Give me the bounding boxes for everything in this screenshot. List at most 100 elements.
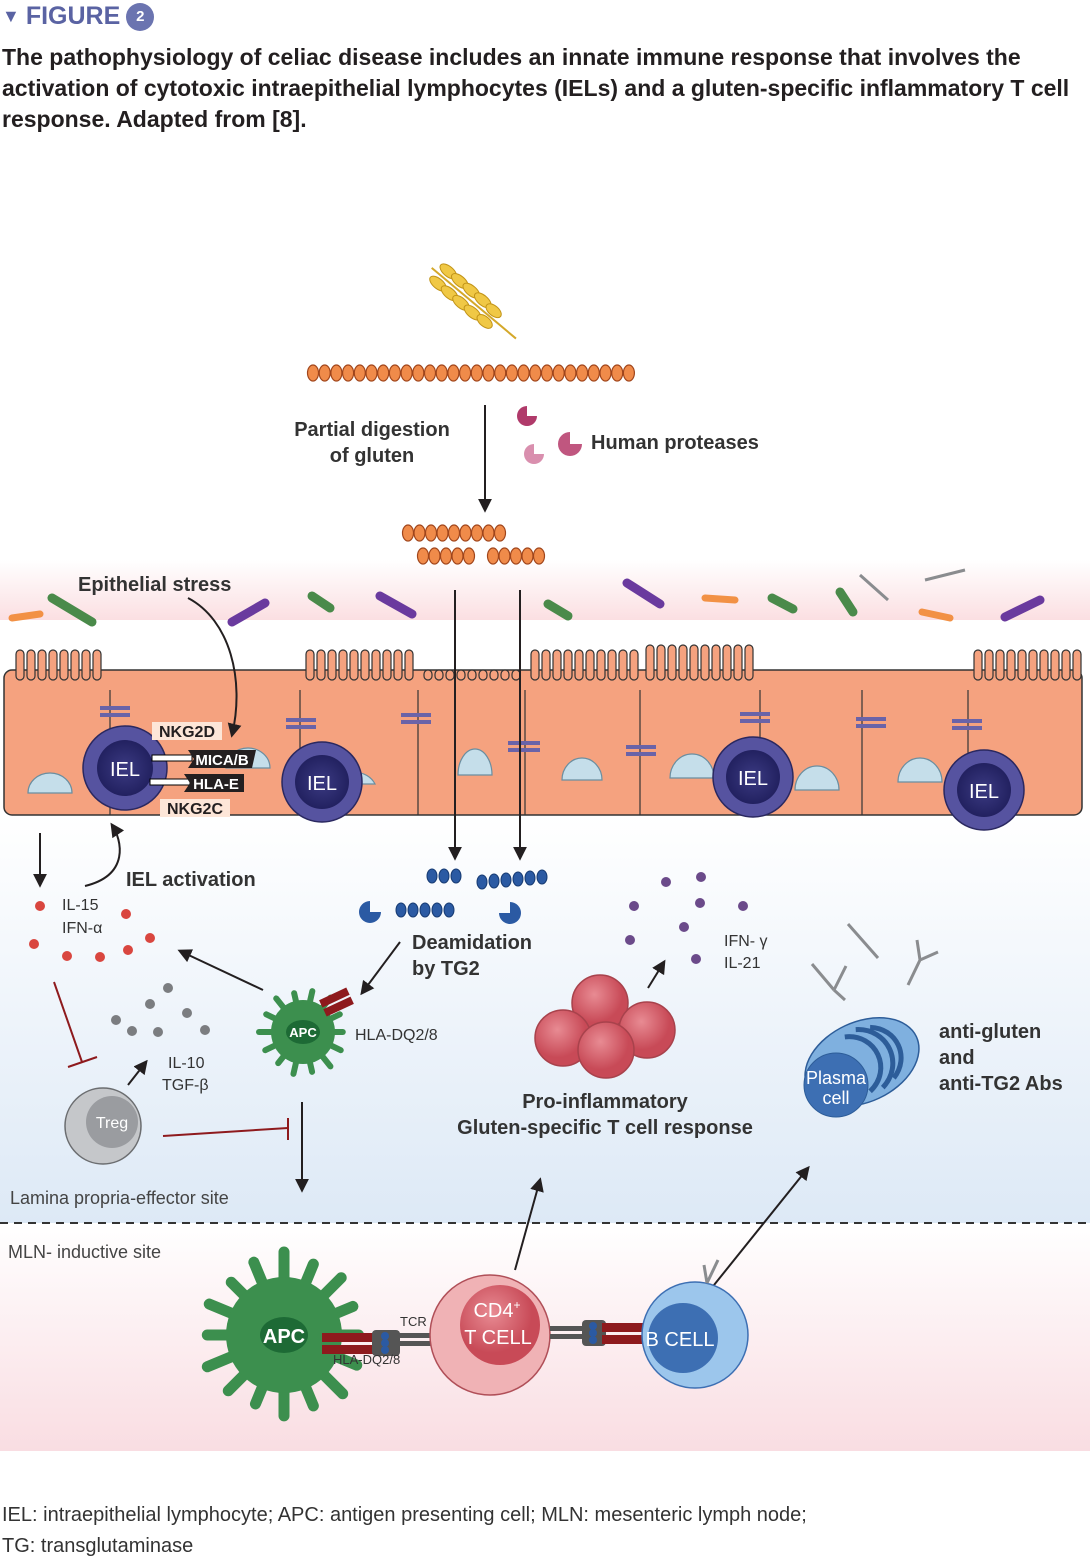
amino-acid bbox=[611, 364, 624, 382]
microvillus bbox=[360, 649, 370, 681]
microvillus bbox=[1017, 649, 1027, 681]
apc-label: APC bbox=[263, 1326, 305, 1348]
microvillus bbox=[467, 669, 477, 681]
microvillus bbox=[456, 669, 466, 681]
amino-acid bbox=[353, 364, 366, 382]
amino-acid bbox=[482, 524, 495, 542]
ifn-alpha-label: IFN-α bbox=[62, 920, 102, 937]
microvillus bbox=[1050, 649, 1060, 681]
amino-acid bbox=[521, 547, 534, 565]
microvillus bbox=[530, 649, 540, 681]
microvillus bbox=[552, 649, 562, 681]
microvillus bbox=[48, 649, 58, 681]
amino-acid bbox=[599, 364, 612, 382]
amino-acid bbox=[486, 547, 500, 565]
microvillus bbox=[1039, 649, 1049, 681]
amino-acid bbox=[428, 547, 441, 565]
lumen-background bbox=[0, 560, 1090, 620]
iel-cell-1: IEL bbox=[82, 725, 168, 811]
microvillus bbox=[596, 649, 606, 681]
effector-t-cell-cluster bbox=[534, 974, 676, 1079]
microvillus bbox=[371, 649, 381, 681]
cd4-t-cell: CD4+ T CELL bbox=[429, 1274, 551, 1396]
protease-icons bbox=[517, 406, 582, 464]
abs-label-3: anti-TG2 Abs bbox=[939, 1073, 1063, 1095]
gluten-fragments bbox=[401, 524, 546, 565]
inhibition-lines bbox=[53, 981, 289, 1140]
human-proteases-label: Human proteases bbox=[591, 432, 759, 454]
nkg2c-label: NKG2C bbox=[167, 801, 223, 818]
tg2-enzyme-icons bbox=[359, 901, 521, 924]
microvillus bbox=[393, 649, 403, 681]
amino-acid bbox=[587, 364, 600, 382]
footnote-line-2: TG: transglutaminase bbox=[2, 1535, 194, 1557]
microvillus bbox=[667, 644, 677, 681]
amino-acid bbox=[459, 364, 472, 382]
plasma-nucleus bbox=[803, 1052, 869, 1118]
amino-acid bbox=[413, 524, 426, 542]
hla-dq-label: HLA-DQ2/8 bbox=[355, 1027, 438, 1044]
amino-acid bbox=[330, 364, 343, 382]
amino-acid bbox=[436, 524, 449, 542]
microvillus bbox=[500, 669, 510, 681]
mica-b-label: MICA/B bbox=[195, 752, 248, 769]
microvillus bbox=[434, 669, 444, 681]
hla-dq-mln-label: HLA-DQ2/8 bbox=[333, 1352, 400, 1367]
il10-label: IL-10 bbox=[168, 1055, 205, 1072]
apc-to-cytokines-arrow bbox=[177, 949, 264, 991]
iel-label: IEL bbox=[738, 768, 768, 790]
tcell-label: T CELL bbox=[464, 1327, 531, 1349]
abs-label-1: anti-gluten bbox=[939, 1021, 1041, 1043]
epithelial-stress-label: Epithelial stress bbox=[78, 574, 231, 596]
ifn-gamma-cytokine-dots bbox=[625, 872, 748, 964]
deamidation-label-1: Deamidation bbox=[412, 932, 532, 954]
microvillus bbox=[70, 649, 80, 681]
tcell-secretion-arrow bbox=[647, 959, 666, 989]
amino-acid bbox=[424, 524, 438, 542]
amino-acid bbox=[540, 364, 554, 382]
microvillus bbox=[1006, 649, 1016, 681]
amino-acid bbox=[517, 364, 530, 382]
proinflammatory-label-1: Pro-inflammatory bbox=[522, 1091, 688, 1113]
microvillus bbox=[316, 649, 326, 681]
proinflammatory-label-2: Gluten-specific T cell response bbox=[457, 1117, 753, 1139]
mln-label: MLN- inductive site bbox=[8, 1242, 161, 1262]
microvillus bbox=[744, 644, 754, 681]
figure-label: FIGURE bbox=[25, 2, 121, 30]
iel-cell-3: IEL bbox=[712, 736, 794, 818]
tcr-label: TCR bbox=[400, 1314, 427, 1329]
microvillus bbox=[585, 649, 595, 681]
triangle-down-icon: ▼ bbox=[2, 6, 20, 26]
amino-acid bbox=[447, 364, 460, 382]
footnote-line-1: IEL: intraepithelial lymphocyte; APC: an… bbox=[2, 1504, 807, 1526]
mhc-tcr-complex-2 bbox=[550, 1320, 647, 1346]
microvillus bbox=[689, 644, 699, 681]
amino-acid bbox=[552, 364, 565, 382]
nkg2d-label: NKG2D bbox=[159, 724, 215, 741]
microvillus bbox=[984, 649, 994, 681]
microvillus bbox=[423, 669, 433, 681]
microvillus bbox=[445, 669, 455, 681]
amino-acid bbox=[564, 364, 577, 382]
microvillus bbox=[404, 649, 414, 681]
amino-acid bbox=[377, 364, 390, 382]
ifn-gamma-label: IFN- γ bbox=[724, 933, 768, 950]
microvillus bbox=[338, 649, 348, 681]
treg-label: Treg bbox=[96, 1115, 128, 1132]
stress-arrow bbox=[187, 597, 242, 738]
amino-acid bbox=[494, 364, 507, 382]
lamina-propria-label: Lamina propria-effector site bbox=[10, 1188, 229, 1208]
microvillus bbox=[618, 649, 628, 681]
microvillus bbox=[478, 669, 488, 681]
microvillus bbox=[995, 649, 1005, 681]
microvillus bbox=[92, 649, 102, 681]
amino-acid bbox=[482, 364, 495, 382]
gluten-peptide-chain bbox=[306, 364, 636, 382]
amino-acid bbox=[622, 364, 636, 382]
abs-label-2: and bbox=[939, 1047, 975, 1069]
iel-label: IEL bbox=[307, 773, 337, 795]
microvillus bbox=[645, 644, 655, 681]
amino-acid bbox=[306, 364, 320, 382]
il10-cytokine-dots bbox=[111, 983, 210, 1037]
apc-cell-effector: APC bbox=[256, 987, 354, 1077]
